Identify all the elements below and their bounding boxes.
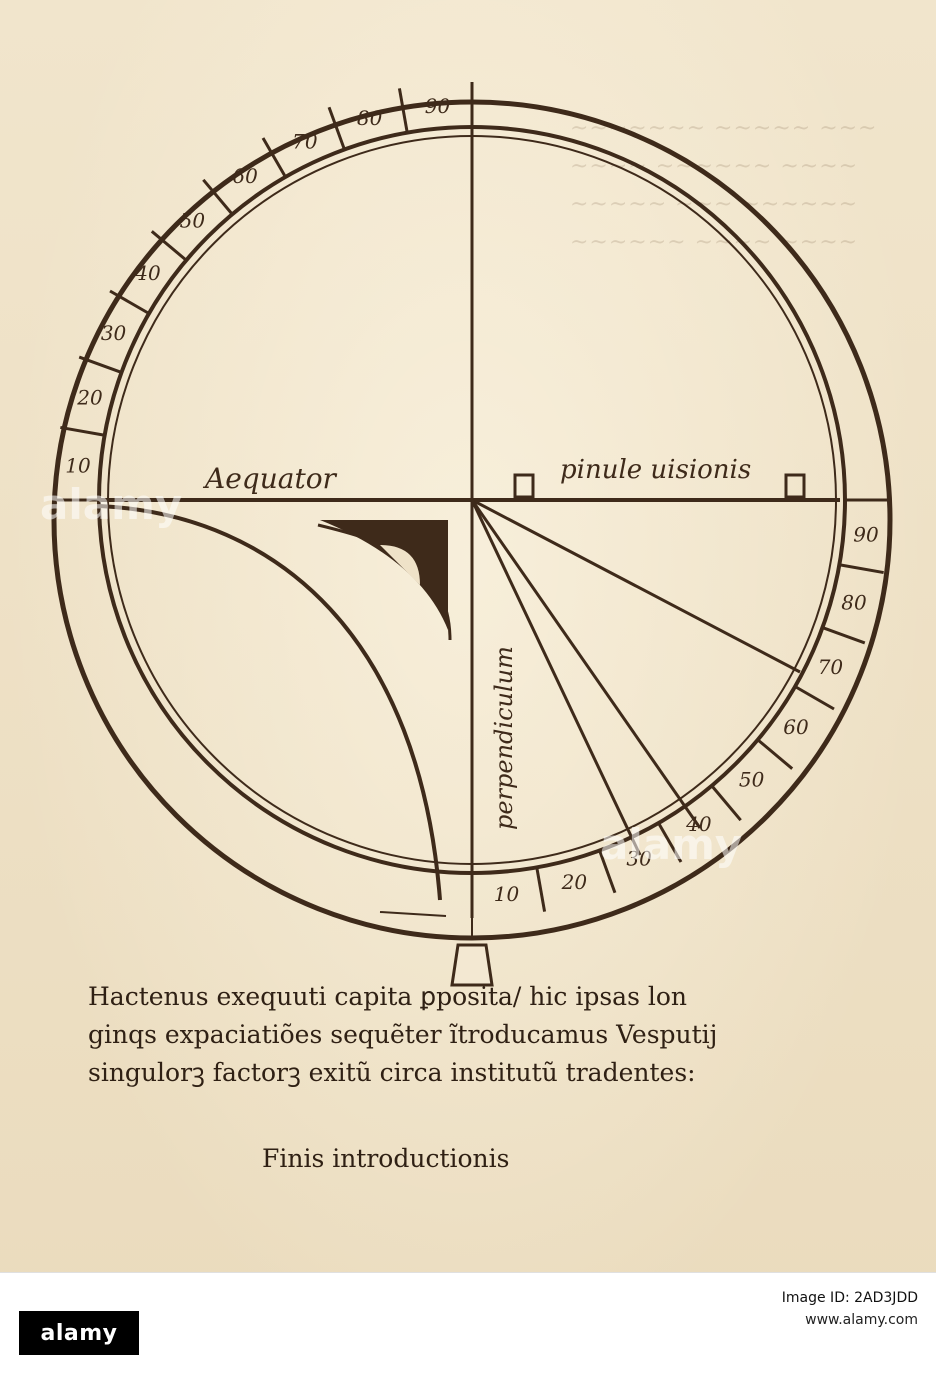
corner-ornament <box>320 520 448 630</box>
scale-upper-label: 90 <box>425 94 451 118</box>
watermark-bar <box>0 1272 936 1391</box>
scale-upper-label: 80 <box>357 106 383 130</box>
scale-upper-tick <box>150 230 188 262</box>
scale-upper-tick <box>60 425 105 437</box>
scale-upper-tick <box>202 178 234 216</box>
text-line-1: Hactenus exequuti capita ꝑposita/ hic ip… <box>88 982 687 1011</box>
body-text: Hactenus exequuti capita ꝑposita/ hic ip… <box>88 978 848 1092</box>
scale-arc-upper <box>100 127 472 498</box>
base-line <box>379 911 447 917</box>
scale-upper-label: 70 <box>292 130 318 154</box>
sight-vane-left <box>513 473 535 499</box>
text-line-2: ginqs expaciatiões sequẽter ĩtroducamus … <box>88 1020 718 1049</box>
scale-ticks-upper: 10 20 30 40 50 60 70 80 90 <box>54 82 474 502</box>
scale-upper-label: 60 <box>232 164 258 188</box>
finis-line: Finis introductionis <box>262 1144 510 1173</box>
scale-upper-tick <box>78 355 123 374</box>
scale-lower-tick <box>598 849 617 894</box>
curve-arc <box>99 504 442 901</box>
fan-line-3 <box>470 499 642 856</box>
scale-lower-tick <box>821 626 866 645</box>
scale-upper-tick <box>261 137 287 178</box>
alamy-url: www.alamy.com <box>805 1312 918 1328</box>
scale-lower-tick <box>535 867 547 912</box>
scale-upper-label: 30 <box>101 321 127 345</box>
scale-lower-tick <box>756 738 794 770</box>
overlay-watermark-right: alamy <box>600 820 743 869</box>
scale-upper-label: 40 <box>134 261 161 285</box>
scale-lower-tick <box>839 563 884 575</box>
plumb-bob <box>450 918 494 987</box>
alamy-logo: alamy <box>14 1300 144 1366</box>
image-id: Image ID: 2AD3JDD <box>781 1290 918 1306</box>
scale-lower-label: 90 <box>853 522 879 546</box>
scale-lower-tick <box>794 685 835 711</box>
sight-vane-right <box>784 473 806 499</box>
text-line-3: singulorꝫ factorꝫ exitũ circa institutũ … <box>88 1058 696 1087</box>
perpendiculum-label: perpendiculum <box>490 646 518 830</box>
aequator-label: Aequator <box>202 462 338 495</box>
pinule-label: pinule uisionis <box>560 455 751 485</box>
scale-lower-label: 60 <box>783 715 809 739</box>
scale-upper-tick <box>109 289 150 315</box>
alamy-logo-badge: alamy <box>19 1311 139 1355</box>
scale-upper-tick <box>327 106 346 151</box>
scale-lower-label: 20 <box>561 870 588 894</box>
quadrant-diagram: 10 20 30 40 50 60 70 80 90 10 20 30 40 50 60 70 80 90 Ae… <box>51 82 893 987</box>
scale-upper-label: 50 <box>180 208 206 232</box>
scale-lower-label: 50 <box>739 768 765 792</box>
scale-upper-label: 20 <box>76 386 103 410</box>
scale-lower-label: 70 <box>818 655 844 679</box>
fan-line-1 <box>471 498 801 674</box>
scale-lower-tick <box>657 822 683 863</box>
scale-lower-label: 80 <box>841 590 867 614</box>
overlay-watermark-left: alamy <box>40 480 183 529</box>
scale-upper-label: 10 <box>65 454 91 478</box>
bleed-through-text: ~~~~~~~ ~~~~~ ~~~~~~~ ~~~~~~ ~~~~~~~~~ ~… <box>570 116 878 255</box>
watermark-info: Image ID: 2AD3JDD www.alamy.com <box>782 1290 918 1328</box>
scale-upper-tick <box>397 88 409 133</box>
scale-lower-label: 10 <box>494 882 520 906</box>
scale-lower-tick <box>710 784 742 822</box>
fan-line-2 <box>470 499 702 829</box>
